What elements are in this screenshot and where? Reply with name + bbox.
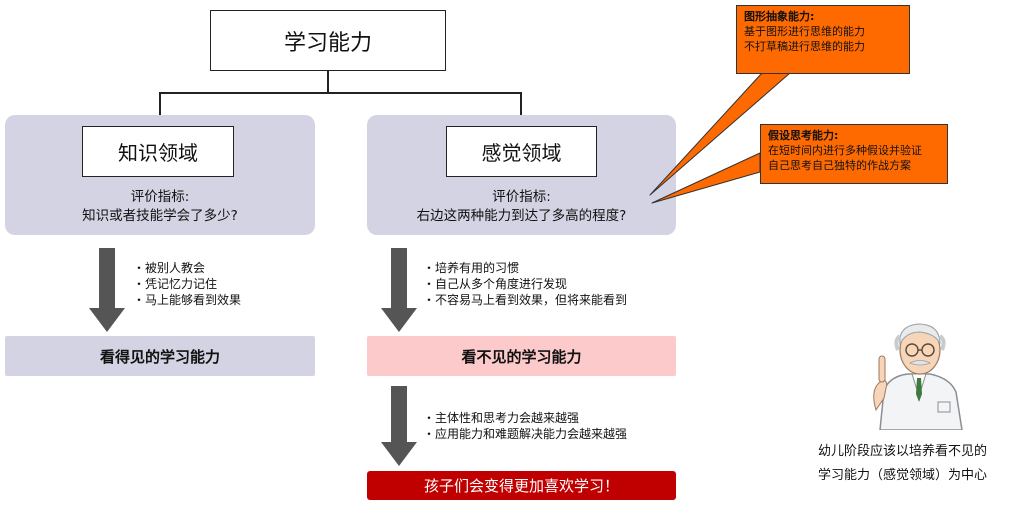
left-metric-question: 知识或者技能学会了多少? [82, 208, 238, 224]
list-item: ・主体性和思考力会越来越强 [423, 411, 580, 425]
visible-ability-box: 看得见的学习能力 [5, 336, 315, 376]
down-arrow-icon [381, 248, 417, 332]
left-metric-label: 评价指标: [130, 189, 190, 205]
down-arrow-icon [89, 248, 125, 332]
top-title-box: 学习能力 [210, 10, 446, 71]
right-title-box: 感觉领域 [446, 126, 597, 177]
callout-line: 在短时间内进行多种假设并验证 [768, 144, 922, 157]
left-metric: 评价指标: 知识或者技能学会了多少? [5, 188, 315, 226]
list-item: ・马上能够看到效果 [133, 293, 242, 307]
connector-left-vertical [159, 92, 161, 126]
callout-line: 基于图形进行思维的能力 [744, 25, 865, 38]
callout-line: 不打草稿进行思维的能力 [744, 40, 865, 53]
left-title: 知识领域 [118, 141, 198, 165]
final-banner-text: 孩子们会变得更加喜欢学习！ [423, 477, 619, 495]
growth-bullet-list: ・主体性和思考力会越来越强 ・应用能力和难题解决能力会越来越强 [423, 410, 627, 442]
right-metric-question: 右边这两种能力到达了多高的程度? [416, 208, 627, 224]
side-note-line: 幼儿阶段应该以培养看不见的 [818, 444, 988, 459]
left-title-box: 知识领域 [82, 126, 234, 177]
left-bullet-list: ・被别人教会 ・凭记忆力记住 ・马上能够看到效果 [133, 260, 241, 308]
visible-ability-label: 看得见的学习能力 [99, 347, 220, 366]
connector-horizontal [159, 92, 522, 94]
callout-line: 自己思考自己独特的作战方案 [768, 159, 911, 172]
list-item: ・应用能力和难题解决能力会越来越强 [423, 427, 628, 441]
invisible-ability-box: 看不见的学习能力 [367, 336, 676, 376]
callout-title: 假设思考能力: [768, 129, 839, 142]
right-metric-label: 评价指标: [492, 189, 551, 205]
invisible-ability-label: 看不见的学习能力 [461, 347, 582, 366]
top-title: 学习能力 [283, 30, 372, 56]
callout-title: 图形抽象能力: [744, 10, 815, 23]
side-note-line: 学习能力（感觉领域）为中心 [818, 468, 988, 483]
final-banner: 孩子们会变得更加喜欢学习！ [367, 471, 676, 500]
list-item: ・不容易马上看到效果，但将来能看到 [423, 293, 628, 307]
right-metric: 评价指标: 右边这两种能力到达了多高的程度? [367, 188, 676, 226]
side-note: 幼儿阶段应该以培养看不见的 学习能力（感觉领域）为中心 [818, 440, 1033, 488]
list-item: ・凭记忆力记住 [133, 277, 218, 291]
callout-hypothesis-ability: 假设思考能力: 在短时间内进行多种假设并验证 自己思考自己独特的作战方案 [760, 124, 948, 184]
list-item: ・被别人教会 [133, 261, 206, 275]
connector-right-vertical [520, 92, 522, 126]
callout-graphic-ability: 图形抽象能力: 基于图形进行思维的能力 不打草稿进行思维的能力 [736, 5, 910, 74]
right-title: 感觉领域 [481, 141, 562, 165]
connector-top-vertical [327, 70, 329, 93]
list-item: ・自己从多个角度进行发现 [423, 277, 568, 291]
list-item: ・培养有用的习惯 [423, 261, 520, 275]
professor-illustration-icon [873, 323, 963, 430]
right-bullet-list: ・培养有用的习惯 ・自己从多个角度进行发现 ・不容易马上看到效果，但将来能看到 [423, 260, 627, 308]
down-arrow-icon [381, 386, 417, 466]
